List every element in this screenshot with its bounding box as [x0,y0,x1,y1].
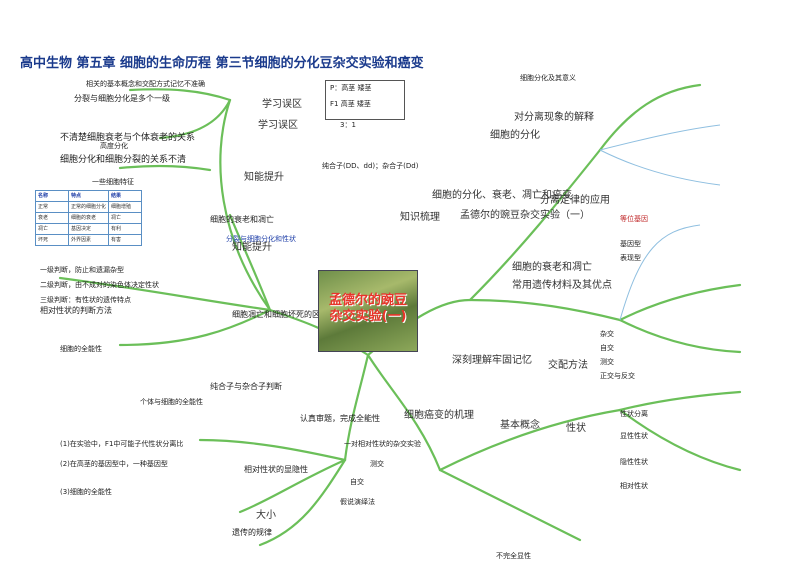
node-hybrid: 杂交 [600,330,614,338]
node-totipotency: 细胞的全能性 [60,345,102,353]
node-apoptosis-necrosis: 细胞凋亡和细胞坏死的区别 [232,310,328,319]
node-traits: 性状 [566,423,586,434]
page-title: 高中生物 第五章 细胞的生命历程 第三节细胞的分化豆杂交实验和癌变 [20,56,424,71]
node-cell-features: 一些细胞特征 [92,178,134,186]
node-segregation-explain: 对分离现象的解释 [514,112,594,123]
table-cell: 名称 [35,190,69,202]
table-cell: 凋亡 [108,212,143,224]
node-aging-apoptosis: 细胞的衰老和凋亡 [210,215,274,224]
node-basic-concepts: 基本概念 [500,420,540,431]
table-cell: 特点 [67,190,110,202]
node-q3: (3)细胞的全能性 [60,488,112,496]
node-study-mistakes-2: 学习误区 [258,120,298,131]
mendel-photo: 孟德尔的豌豆 杂交实验(一) [318,270,418,352]
table-cell: 基因决定 [67,223,110,235]
node-self: 自交 [600,344,614,352]
table-cell: 有利 [108,223,143,235]
node-genotype: 基因型 [620,240,641,248]
node-deep-understanding: 深刻理解牢固记忆 [452,355,532,366]
node-relative-trait: 相对性状 [620,482,648,490]
node-trait-segregation: 性状分离 [620,410,648,418]
node-knowledge-boost: 知能提升 [244,172,284,183]
cross-p: P：高茎 矮茎 [330,84,372,92]
node-q2: (2)在高茎的基因型中，一种基因型 [60,460,168,468]
table-cell: 有害 [108,234,143,246]
node-concept-error: 相关的基本概念和交配方式记忆不准确 [86,80,205,88]
node-differentiation: 细胞的分化 [490,130,540,141]
table-cell: 细胞增殖 [108,201,143,213]
table-cell: 正常的细胞分化 [67,201,110,213]
node-test: 测交 [600,358,614,366]
node-level1: 一级判断，防止和遗漏杂型 [40,266,124,274]
node-phenotype: 表现型 [620,254,641,262]
cross-f1: F1 高茎 矮茎 [330,100,371,108]
node-homo-hetero: 纯合子与杂合子判断 [210,382,282,391]
node-individual-totipotency: 个体与细胞的全能性 [140,398,203,406]
node-monohybrid-cross: 一对相对性状的杂交实验 [344,440,421,448]
table-cell: 衰老 [35,212,69,224]
node-genotype-types: 纯合子(DD、dd)；杂合子(Dd) [322,162,419,170]
node-level2: 二级判断，由不成对的染色体决定性状 [40,281,159,289]
table-row: 凋亡基因决定有利 [35,223,143,235]
node-allele: 等位基因 [620,215,648,223]
node-genetic-material: 常用遗传材料及其优点 [512,280,612,291]
node-level3: 三级判断：有性状的遗传特点 [40,296,131,304]
node-q1: (1)在实验中，F1中可能子代性状分离比 [60,440,184,448]
table-cell: 细胞的衰老 [67,212,110,224]
node-selfcross: 自交 [350,478,364,486]
table-row: 衰老细胞的衰老凋亡 [35,212,143,224]
node-reciprocal: 正交与反交 [600,372,635,380]
table-row: 坏死外界因素有害 [35,234,143,246]
node-hypothetico-deductive: 假说演绎法 [340,498,375,506]
node-aging-relation: 不清楚细胞衰老与个体衰老的关系 [60,133,196,143]
table-cell: 外界因素 [67,234,110,246]
node-high-differentiation: 高度分化 [100,142,128,150]
node-aging-apoptosis-right: 细胞的衰老和凋亡 [512,262,592,273]
node-genetic-laws: 遗传的规律 [232,528,272,537]
table-row: 名称特点结果 [35,190,143,202]
photo-title: 孟德尔的豌豆 杂交实验(一) [328,293,407,324]
node-differentiation-meaning: 细胞分化及其意义 [520,74,576,82]
node-mendel-experiment: 孟德尔的豌豆杂交实验（一） [460,210,590,221]
node-incomplete-dominance: 不完全显性 [496,552,531,560]
node-careful-reading: 认真审题，完成全能性 [300,414,380,423]
node-cancer-mechanism: 细胞癌变的机理 [404,410,474,421]
node-testcross: 测交 [370,460,384,468]
node-cell-lifecycle: 细胞的分化、衰老、凋亡和癌变 [432,190,572,201]
node-dominance: 相对性状的显隐性 [244,465,308,474]
node-differentiation-relation: 细胞分化和细胞分裂的关系不清 [60,155,187,165]
table-cell: 凋亡 [35,223,69,235]
table-cell: 正常 [35,201,69,213]
table-cell: 结果 [108,190,143,202]
table-row: 正常正常的细胞分化细胞增殖 [35,201,143,213]
node-division-differentiation: 分裂与细胞分化是多个一级 [74,94,170,103]
node-mating-methods: 交配方法 [548,360,588,371]
node-knowledge-boost-2: 知能提升 [232,242,272,253]
node-recessive-trait: 隐性性状 [620,458,648,466]
cell-comparison-table: 名称特点结果正常正常的细胞分化细胞增殖衰老细胞的衰老凋亡凋亡基因决定有利坏死外界… [35,190,143,246]
node-trait-judgement: 相对性状的判断方法 [40,306,112,315]
node-knowledge-sort: 知识梳理 [400,212,440,223]
cross-diagram-box [325,80,405,120]
table-cell: 坏死 [35,234,69,246]
node-division-traits: 分裂与细胞分化和性状 [226,235,296,243]
node-segregation-application: 分离定律的应用 [540,195,610,206]
node-size: 大小 [256,510,276,521]
node-study-mistakes: 学习误区 [262,99,302,110]
node-dominant-trait: 显性性状 [620,432,648,440]
cross-ratio: 3：1 [340,121,356,129]
